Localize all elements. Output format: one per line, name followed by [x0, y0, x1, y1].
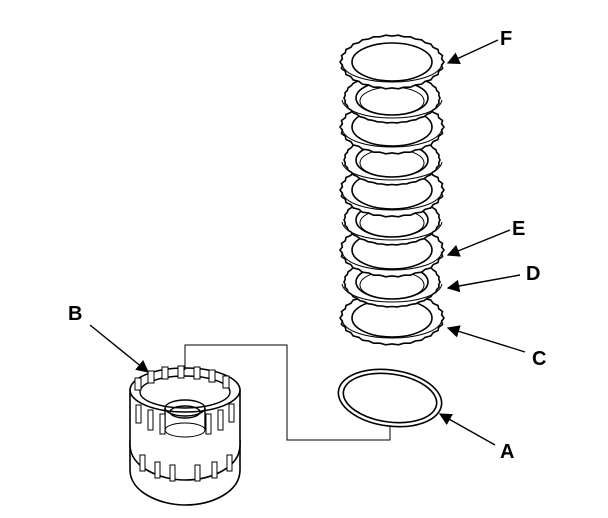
callout-arrow-icon: [438, 413, 496, 446]
assembly-bracket-line: [184, 344, 391, 441]
callout-arrows: [89, 39, 526, 446]
clutch-pack: [338, 34, 446, 346]
clutch-drum: [129, 365, 241, 506]
drum-teeth: [134, 365, 230, 391]
callout-arrow-icon: [446, 39, 499, 64]
callout-arrow-icon: [89, 324, 149, 373]
drum-slots: [135, 403, 235, 482]
callout-label-f: F: [500, 28, 512, 50]
callout-label-d: D: [526, 263, 540, 285]
callout-arrow-icon: [446, 229, 511, 257]
callout-label-a: A: [500, 441, 514, 463]
snap-ring: [337, 368, 443, 428]
callout-label-c: C: [532, 348, 546, 370]
callout-label-e: E: [512, 218, 525, 240]
callout-arrow-icon: [446, 274, 521, 293]
callout-arrow-icon: [446, 325, 526, 353]
callout-label-b: B: [68, 303, 82, 325]
steel-plate: [338, 34, 446, 90]
steel-plate: [338, 290, 446, 346]
